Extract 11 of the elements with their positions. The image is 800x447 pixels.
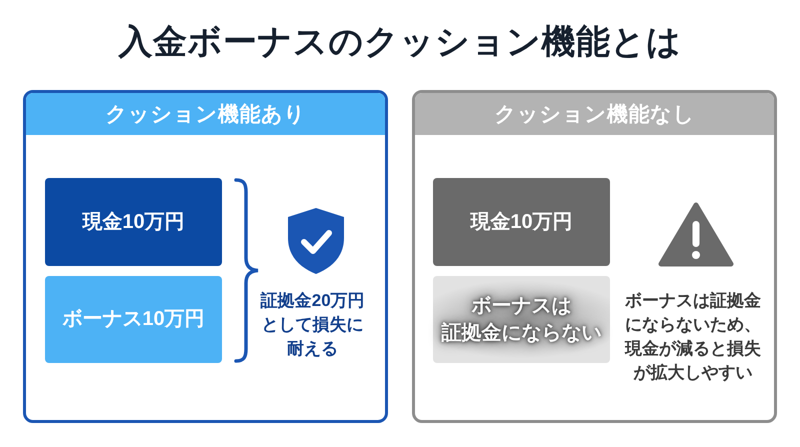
panel-header: クッション機能あり — [26, 93, 385, 135]
title: 入金ボーナスのクッション機能とは — [118, 22, 682, 63]
panel — [412, 90, 777, 423]
panel-header: クッション機能なし — [415, 93, 774, 135]
note-text: 証拠金20万円として損失に耐える — [260, 290, 366, 360]
amount-box: ボーナス10万円 — [45, 276, 222, 363]
amount-box: 現金10万円 — [45, 178, 222, 266]
amount-box: 現金10万円 — [433, 178, 610, 266]
amount-box: ボーナスは証拠金にならない — [433, 276, 610, 363]
note-text: ボーナスは証拠金にならないため、現金が減ると損失が拡大しやすい — [625, 290, 761, 384]
panel — [23, 90, 388, 423]
